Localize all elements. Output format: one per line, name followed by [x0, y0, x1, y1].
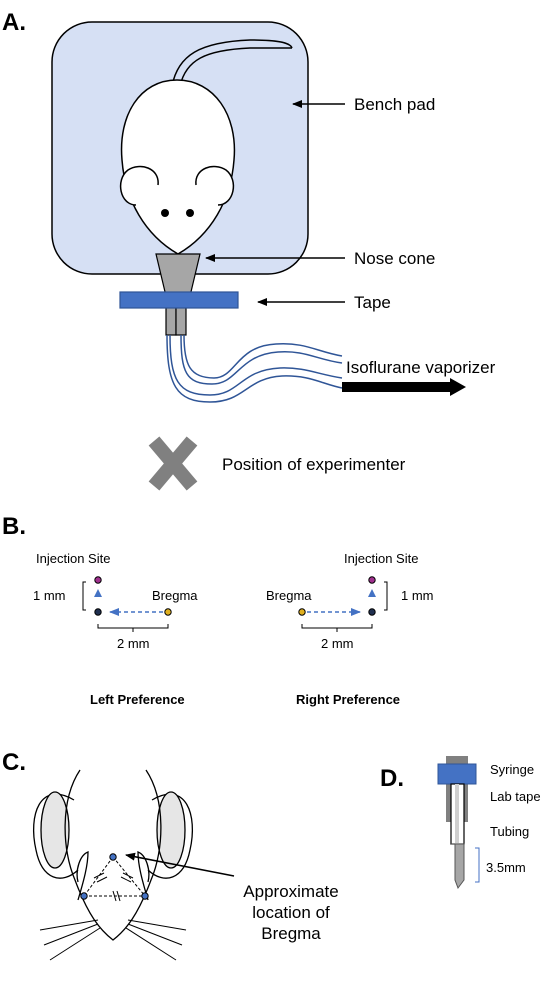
- experimenter-x-icon: [148, 436, 198, 491]
- nose-cone: [155, 253, 201, 297]
- right-horizontal-measure: 2 mm: [321, 636, 354, 651]
- syringe-label: Syringe: [490, 762, 534, 777]
- left-target-dot: [94, 608, 102, 616]
- right-injection-label: Injection Site: [344, 551, 418, 566]
- right-preference-caption: Right Preference: [296, 692, 400, 707]
- right-up-arrow: [368, 589, 376, 597]
- left-injection-dot: [94, 576, 102, 584]
- tubing-2: [180, 334, 343, 385]
- right-target-dot: [368, 608, 376, 616]
- left-preference-caption: Left Preference: [90, 692, 185, 707]
- right-eye-dot: [141, 892, 149, 900]
- mouse-eye-right: [186, 209, 194, 217]
- vaporizer-arrow-head: [450, 378, 466, 396]
- nose-cone-label: Nose cone: [354, 249, 435, 268]
- connector-left: [165, 304, 177, 336]
- left-bregma-dot: [164, 608, 172, 616]
- left-vertical-bracket: [82, 581, 86, 611]
- panel-a-label: A.: [2, 9, 26, 36]
- needle-length-label: 3.5mm: [486, 860, 526, 875]
- right-vertical-bracket: [384, 581, 388, 611]
- panel-c-label: C.: [2, 749, 26, 776]
- bregma-caption-line-2: location of: [252, 903, 330, 922]
- left-horizontal-measure: 2 mm: [117, 636, 150, 651]
- right-bregma-dot: [298, 608, 306, 616]
- lab-tape-band: [437, 763, 477, 785]
- left-up-arrow: [94, 589, 102, 597]
- mouse-head-drawing: [32, 769, 194, 941]
- experimenter-label: Position of experimenter: [222, 455, 406, 474]
- tubing-1: [169, 334, 343, 396]
- left-eye-dot: [80, 892, 88, 900]
- tubing-label-visible: Tubing: [490, 824, 529, 839]
- needle-length-bracket: [475, 847, 480, 883]
- needle: [451, 843, 465, 890]
- mouse-tail: [171, 39, 293, 87]
- tape-label: Tape: [354, 293, 391, 312]
- mouse-right-ear: [195, 165, 235, 206]
- panel-d-label: D.: [380, 765, 404, 792]
- vaporizer-label: Isoflurane vaporizer: [346, 358, 496, 377]
- left-bregma-label: Bregma: [152, 588, 198, 603]
- panel-b-label: B.: [2, 513, 26, 540]
- bench-pad-label: Bench pad: [354, 95, 435, 114]
- vaporizer-arrow-shaft: [342, 382, 452, 392]
- lab-tape-label: Lab tape: [490, 789, 541, 804]
- mouse-eye-left: [161, 209, 169, 217]
- left-injection-label: Injection Site: [36, 551, 110, 566]
- bregma-triangle: [83, 856, 146, 902]
- bregma-callout-arrow: [125, 852, 235, 877]
- right-bregma-label: Bregma: [266, 588, 312, 603]
- left-vertical-measure: 1 mm: [33, 588, 66, 603]
- right-horizontal-bracket: [301, 624, 373, 632]
- bregma-caption-line-1: Approximate: [243, 882, 338, 901]
- left-horizontal-bracket: [97, 624, 169, 632]
- bregma-dot: [109, 853, 117, 861]
- tape-strip: [119, 291, 239, 309]
- bregma-caption-line-3: Bregma: [261, 924, 321, 943]
- whiskers: [39, 919, 187, 961]
- connector-right: [175, 304, 187, 336]
- mouse-left-ear: [119, 165, 159, 206]
- right-injection-dot: [368, 576, 376, 584]
- right-vertical-measure: 1 mm: [401, 588, 434, 603]
